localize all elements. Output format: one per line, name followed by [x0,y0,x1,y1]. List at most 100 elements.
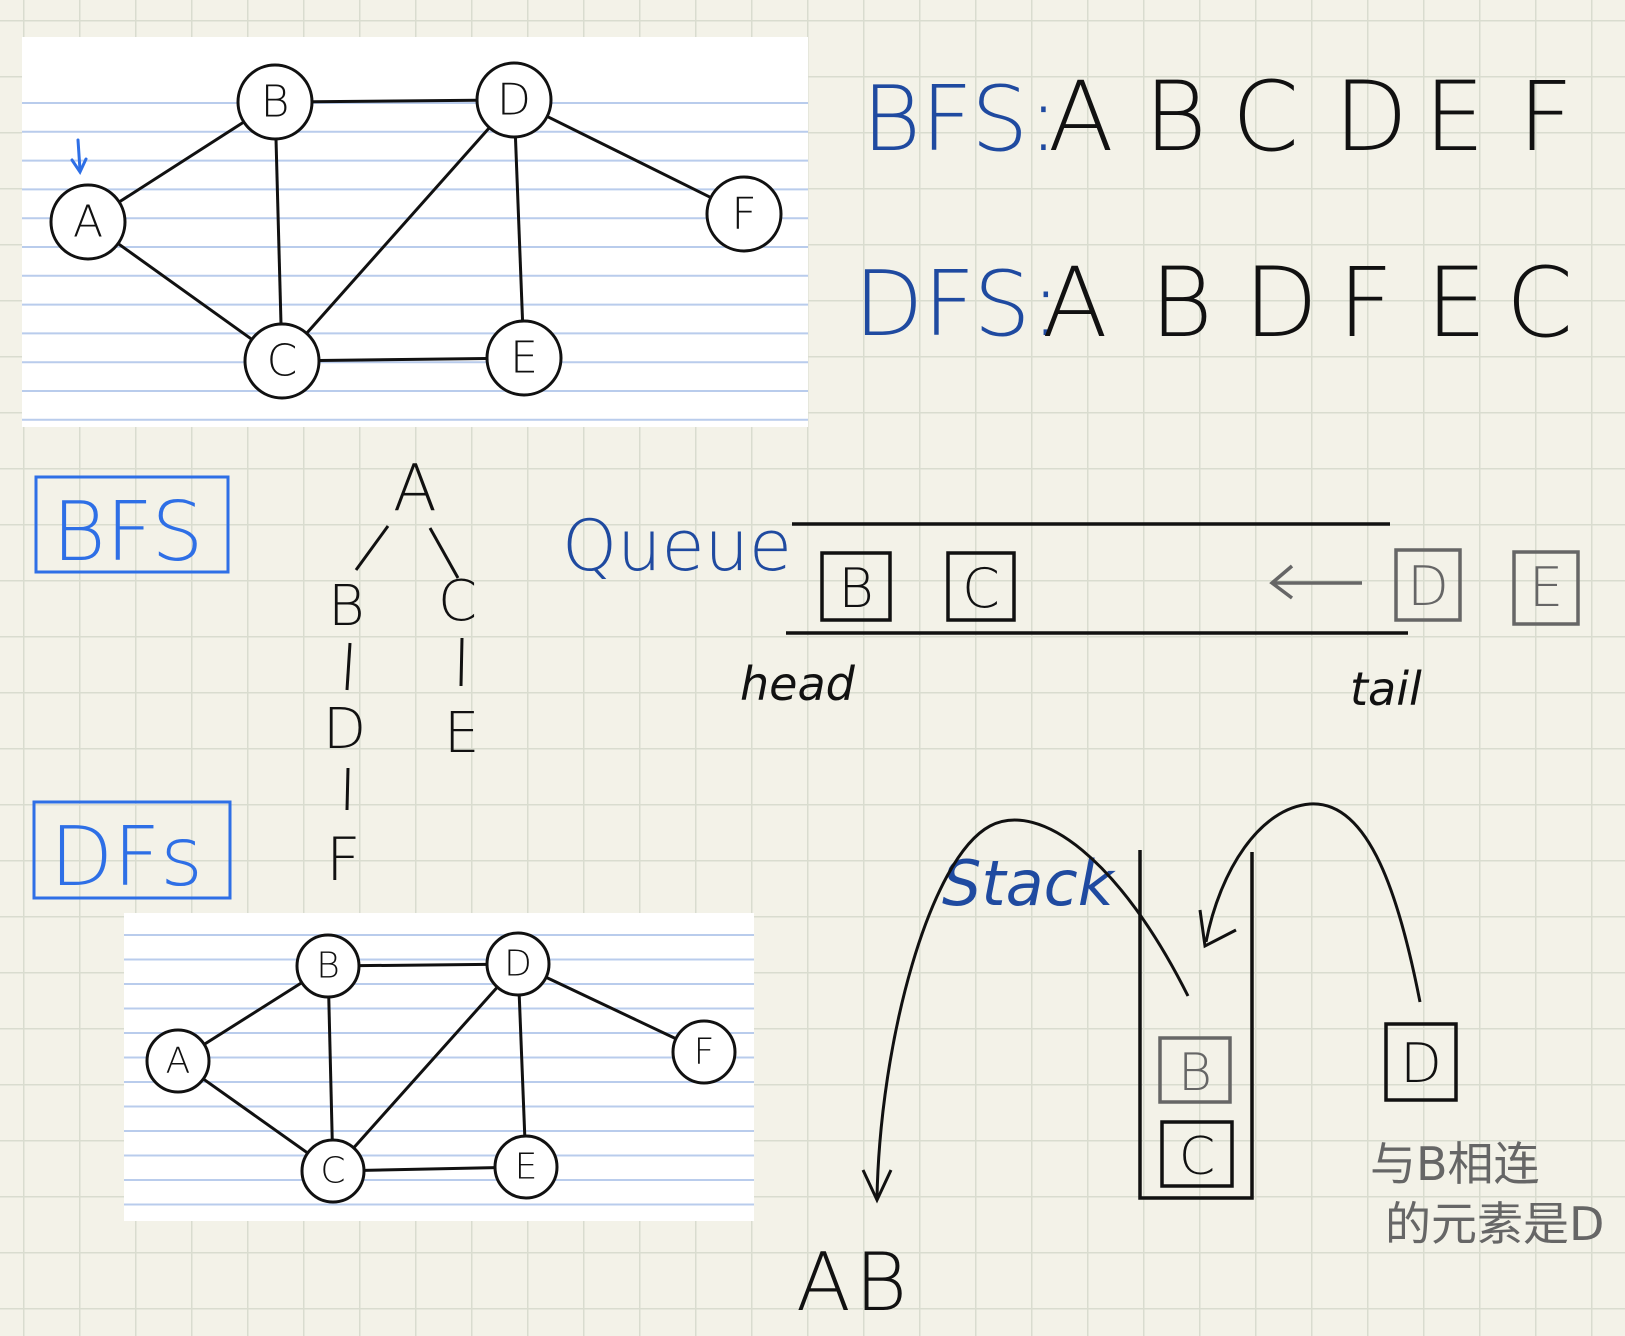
tree-edge [354,525,390,571]
stack-container [1138,850,1254,1200]
bottom-graph-edge-DE [517,994,527,1137]
queue-diagram: B C D E head tail [740,522,1580,716]
dfs-visited-output: AB [796,1236,911,1329]
dfs-order-letter: B [1150,247,1213,359]
dfs-order-label: DFS: [854,252,1061,357]
top-graph-edge-AB [118,120,245,204]
ruled-lines-top [22,102,808,421]
bfs-section: BFS A B C D E F Queue B C [34,452,1580,895]
bottom-graph-node-circle [485,931,551,997]
top-graph-edge-BD [311,98,478,104]
top-graph-node-circle [236,63,314,141]
top-graph-node-label: B [261,77,290,128]
bfs-order-letter: D [1334,61,1408,173]
top-graph-edge-DE [513,136,525,322]
incoming-item-box [1512,550,1580,626]
bottom-graph-edges [202,962,677,1172]
dfs-order-letter: C [1506,247,1573,359]
top-graph-node-label: C [267,336,298,387]
bottom-graph-node-circle [671,1019,737,1085]
dfs-note-line1: 与B相连 [1370,1137,1540,1191]
dfs-box-label: DFs [50,810,203,905]
tree-left-1: B [328,574,365,639]
top-graph-edge-CD [305,126,491,335]
queue-item-1: B [838,557,873,620]
bottom-graph-node-C: C [300,1138,366,1204]
stack-label: Stack [942,847,1116,920]
incoming-item-box [1394,548,1462,622]
queue-tail-label: tail [1350,662,1422,716]
dfs-order-letter: A [1042,247,1108,359]
bfs-order-letter: F [1518,61,1573,173]
bottom-graph-node-label: F [694,1032,715,1073]
queue-item-box [820,551,892,622]
tree-edge [428,527,460,579]
dfs-section: DFs Stack B C D 与B相连 的元素是D AB [32,800,1604,1329]
bfs-tree: A B C D E F [323,452,479,895]
pop-arrow-icon [861,818,1190,1204]
bfs-box-label: BFS [52,485,203,580]
bottom-graph-edge-CD [352,986,499,1149]
tree-right-1: C [438,569,477,634]
push-arrow-icon [1198,802,1422,1003]
ruled-lines-bottom [124,934,754,1206]
stack-item-2: C [1179,1127,1215,1187]
tree-edge [345,642,352,691]
bottom-graph-node-D: D [485,931,551,997]
tree-edge [459,637,464,687]
bottom-graph-node-label: D [504,944,532,985]
graph-panel-top: A B C D E F [22,37,808,427]
top-graph-node-label: A [73,197,103,248]
dfs-order-letter: E [1426,247,1487,359]
bottom-graph-edge-DF [545,975,677,1041]
bottom-graph-node-label: A [166,1041,191,1082]
tree-left-2: D [323,697,366,762]
top-graph-node-label: F [731,189,756,240]
bottom-graph-edge-BC [327,996,334,1141]
tree-edge [345,767,350,811]
bottom-graph-node-label: B [316,946,340,987]
bottom-graph-node-label: E [515,1147,538,1188]
start-arrow-icon [70,138,88,176]
pending-item-box [1384,1022,1458,1102]
bottom-graph-edge-AC [202,1077,309,1155]
top-graph-node-C: C [243,322,321,400]
bottom-graph-node-circle [295,933,361,999]
bfs-order-letter: E [1424,61,1485,173]
queue-item-box [946,551,1016,622]
top-graph-node-circle [485,319,563,397]
stack-item-box [1158,1036,1232,1104]
top-graph-node-D: D [475,61,553,139]
bottom-graph-node-A: A [145,1028,211,1094]
queue-label: Queue [562,505,792,587]
graph-bottom: A B C D E F [145,931,737,1204]
dfs-box [32,800,232,900]
bottom-graph-edge-AB [203,981,303,1046]
stack-item-box [1160,1120,1234,1188]
tree-right-2: E [444,701,479,766]
top-graph-node-circle [243,322,321,400]
bfs-box [34,475,230,574]
graph-panel-bottom: A B C D E F [124,913,754,1221]
dfs-note-line2: 的元素是D [1385,1197,1604,1251]
top-graph-node-circle [49,183,127,261]
dfs-order-letter: F [1338,247,1393,359]
top-graph-edge-AC [117,242,253,341]
top-graph-edge-BC [274,138,283,325]
incoming-item-1: D [1407,555,1449,618]
tree-root: A [393,452,437,526]
queue-head-label: head [740,657,856,711]
bottom-graph-node-label: C [320,1151,345,1192]
bottom-graph-node-circle [300,1138,366,1204]
bfs-order-letter: B [1144,61,1207,173]
pending-item: D [1400,1032,1442,1095]
top-graph-node-F: F [705,175,783,253]
top-graph-node-label: E [510,333,538,384]
bfs-order-letter: A [1048,61,1114,173]
stack-item-1: B [1178,1043,1212,1103]
bottom-graph-node-F: F [671,1019,737,1085]
top-graph-node-B: B [236,63,314,141]
